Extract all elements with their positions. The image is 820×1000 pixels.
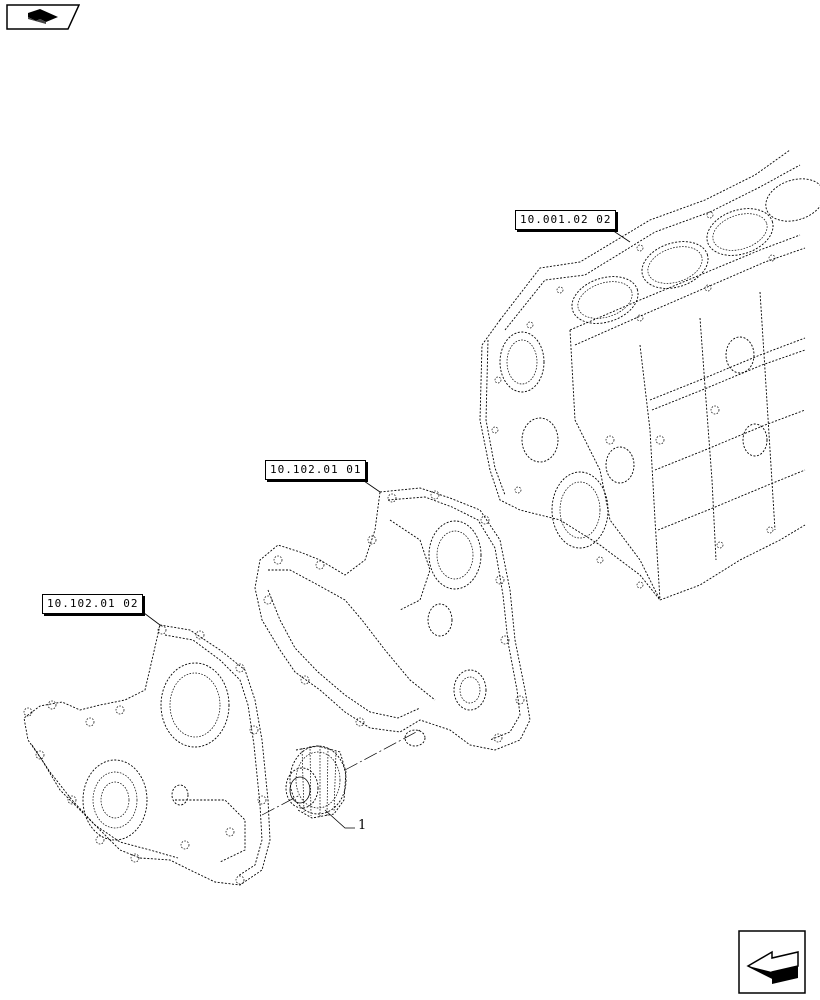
- next-page-button[interactable]: [738, 930, 806, 994]
- back-arrow-icon: [6, 4, 81, 30]
- engine-block: [479, 149, 820, 601]
- gear: [285, 745, 347, 819]
- assembly-axis-line: [261, 729, 421, 816]
- front-cover: [23, 624, 271, 886]
- leader-line-gear: [324, 809, 355, 829]
- timing-housing: [254, 487, 531, 751]
- ref-label-engine-block[interactable]: 10.001.02 02: [515, 210, 617, 230]
- ref-label-timing-housing[interactable]: 10.102.01 01: [265, 460, 367, 480]
- prev-page-button[interactable]: [6, 4, 81, 30]
- next-arrow-icon: [738, 930, 806, 994]
- ref-label-front-cover[interactable]: 10.102.01 02: [42, 594, 144, 614]
- callout-gear-number: 1: [358, 818, 367, 833]
